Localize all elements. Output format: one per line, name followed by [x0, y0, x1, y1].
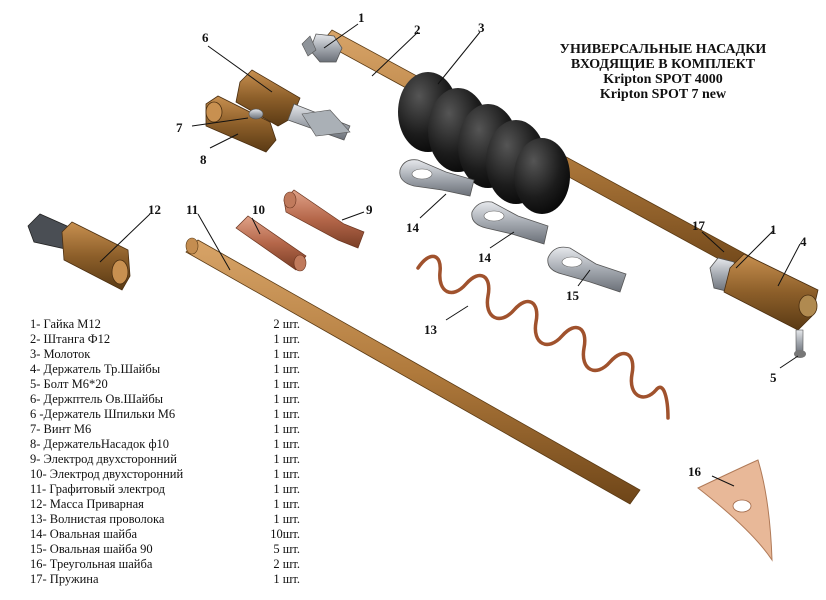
legend-qty: 1 шт. [273, 332, 300, 346]
legend-row: 11- Графитовый электрод 1 шт. [30, 482, 300, 497]
oval-washer-90 [547, 246, 627, 293]
legend-row: 6 -Держатель Шпильки М6 1 шт. [30, 407, 300, 422]
callout-13: 13 [424, 322, 438, 337]
legend-qty: 1 шт. [273, 482, 300, 496]
legend-qty: 1 шт. [273, 452, 300, 466]
legend-qty: 1 шт. [273, 437, 300, 451]
title-line-4: Kripton SPOT 7 new [599, 87, 727, 102]
legend-qty: 1 шт. [273, 497, 300, 511]
callout-6: 6 [202, 30, 209, 45]
callout-1a: 1 [358, 10, 365, 25]
title-line-1: УНИВЕРСАЛЬНЫЕ НАСАДКИ [559, 42, 767, 57]
legend-row: 17- Пружина 1 шт. [30, 572, 300, 587]
legend-row: 15- Овальная шайба 90 5 шт. [30, 542, 300, 557]
callout-7: 7 [176, 120, 183, 135]
legend-qty: 10шт. [270, 527, 300, 541]
legend-name: 6- Держптель Ов.Шайбы [30, 392, 164, 406]
legend-qty: 1 шт. [273, 392, 300, 406]
legend-row: 12- Масса Приварная 1 шт. [30, 497, 300, 512]
callout-5: 5 [770, 370, 777, 385]
legend-name: 5- Болт М6*20 [30, 377, 108, 391]
legend-name: 12- Масса Приварная [30, 497, 144, 511]
legend-name: 14- Овальная шайба [30, 527, 138, 541]
callout-11: 11 [186, 202, 198, 217]
legend-qty: 1 шт. [273, 422, 300, 436]
legend-row: 16- Треугольная шайба 2 шт. [30, 557, 300, 572]
callout-8: 8 [200, 152, 207, 167]
legend-qty: 1 шт. [273, 512, 300, 526]
callout-10: 10 [252, 202, 265, 217]
legend-row: 14- Овальная шайба 10шт. [30, 527, 300, 542]
callout-17: 17 [692, 218, 706, 233]
rubber-hammer [398, 72, 570, 214]
oval-washer-2 [471, 201, 549, 245]
legend-qty: 2 шт. [273, 317, 300, 331]
legend-qty: 1 шт. [273, 407, 300, 421]
title-line-3: Kripton SPOT 4000 [603, 72, 723, 87]
legend-row: 6- Держптель Ов.Шайбы 1 шт. [30, 392, 300, 407]
callout-labels: 1 2 3 6 7 8 12 11 10 9 14 14 15 13 17 1 … [148, 10, 807, 479]
weld-ground-clamp [27, 213, 131, 291]
legend-qty: 1 шт. [273, 572, 300, 586]
legend-row: 3- Молоток 1 шт. [30, 347, 300, 362]
callout-3: 3 [478, 20, 485, 35]
legend-row: 10- Электрод двухсторонний 1 шт. [30, 467, 300, 482]
callout-15: 15 [566, 288, 580, 303]
legend-name: 8- ДержательНасадок ф10 [30, 437, 170, 451]
legend-qty: 1 шт. [273, 347, 300, 361]
legend-name: 2- Штанга Ф12 [30, 332, 111, 346]
callout-1b: 1 [770, 222, 777, 237]
callout-12: 12 [148, 202, 161, 217]
callout-14a: 14 [406, 220, 420, 235]
wavy-wire [416, 254, 670, 420]
title-line-2: ВХОДЯЩИЕ В КОМПЛЕКТ [570, 57, 756, 72]
leader-lines [99, 23, 801, 487]
legend-row: 8- ДержательНасадок ф10 1 шт. [30, 437, 300, 452]
legend-row: 13- Волнистая проволока 1 шт. [30, 512, 300, 527]
legend-row: 2- Штанга Ф12 1 шт. [30, 332, 300, 347]
legend-qty: 5 шт. [273, 542, 300, 556]
callout-2: 2 [414, 22, 421, 37]
legend-qty: 1 шт. [273, 467, 300, 481]
legend-name: 3- Молоток [30, 347, 91, 361]
legend-qty: 1 шт. [273, 362, 300, 376]
legend-qty: 2 шт. [273, 557, 300, 571]
legend-row: 5- Болт М6*20 1 шт. [30, 377, 300, 392]
double-electrode-9 [283, 189, 365, 249]
nozzle-holder [205, 95, 277, 153]
oval-washer-holder [235, 69, 351, 141]
legend-name: 4- Держатель Тр.Шайбы [30, 362, 161, 376]
legend-name: 16- Треугольная шайба [30, 557, 153, 571]
callout-14b: 14 [478, 250, 492, 265]
legend-row: 1- Гайка М12 2 шт. [30, 317, 300, 332]
legend-qty: 1 шт. [273, 377, 300, 391]
callout-4: 4 [800, 234, 807, 249]
washer-holder-right [723, 253, 819, 358]
graphite-electrode [185, 237, 641, 505]
legend-name: 13- Волнистая проволока [30, 512, 165, 526]
legend-name: 7- Винт М6 [30, 422, 92, 436]
triangle-washer [697, 459, 773, 562]
callout-16: 16 [688, 464, 702, 479]
legend-name: 9- Электрод двухсторонний [30, 452, 177, 466]
legend-row: 4- Держатель Тр.Шайбы 1 шт. [30, 362, 300, 377]
legend-name: 1- Гайка М12 [30, 317, 101, 331]
legend-name: 17- Пружина [30, 572, 99, 586]
legend-name: 6 -Держатель Шпильки М6 [30, 407, 176, 421]
callout-9: 9 [366, 202, 373, 217]
oval-washer-1 [399, 159, 475, 197]
legend-row: 7- Винт М6 1 шт. [30, 422, 300, 437]
legend-row: 9- Электрод двухсторонний 1 шт. [30, 452, 300, 467]
legend-name: 11- Графитовый электрод [30, 482, 165, 496]
legend-name: 15- Овальная шайба 90 [30, 542, 153, 556]
double-electrode-10 [235, 215, 307, 272]
legend-name: 10- Электрод двухсторонний [30, 467, 184, 481]
